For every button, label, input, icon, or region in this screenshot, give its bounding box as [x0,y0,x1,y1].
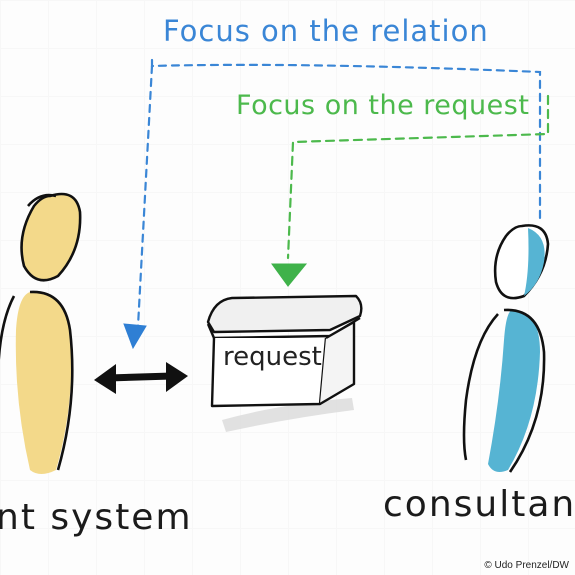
double-arrow [94,362,188,394]
client-figure [0,192,82,474]
consultant-figure [462,224,550,473]
relation-arrowhead [123,323,147,350]
client-system-label: nt system [0,497,193,538]
consultant-label: consultan [383,484,575,525]
focus-request-label: Focus on the request [236,90,530,121]
request-box [206,294,363,432]
request-box-label: request [223,342,322,372]
request-bracket [271,94,550,287]
relation-bracket [123,58,542,350]
request-arrowhead [271,263,308,287]
focus-relation-label: Focus on the relation [163,14,489,48]
image-credit: © Udo Prenzel/DW [484,560,569,571]
